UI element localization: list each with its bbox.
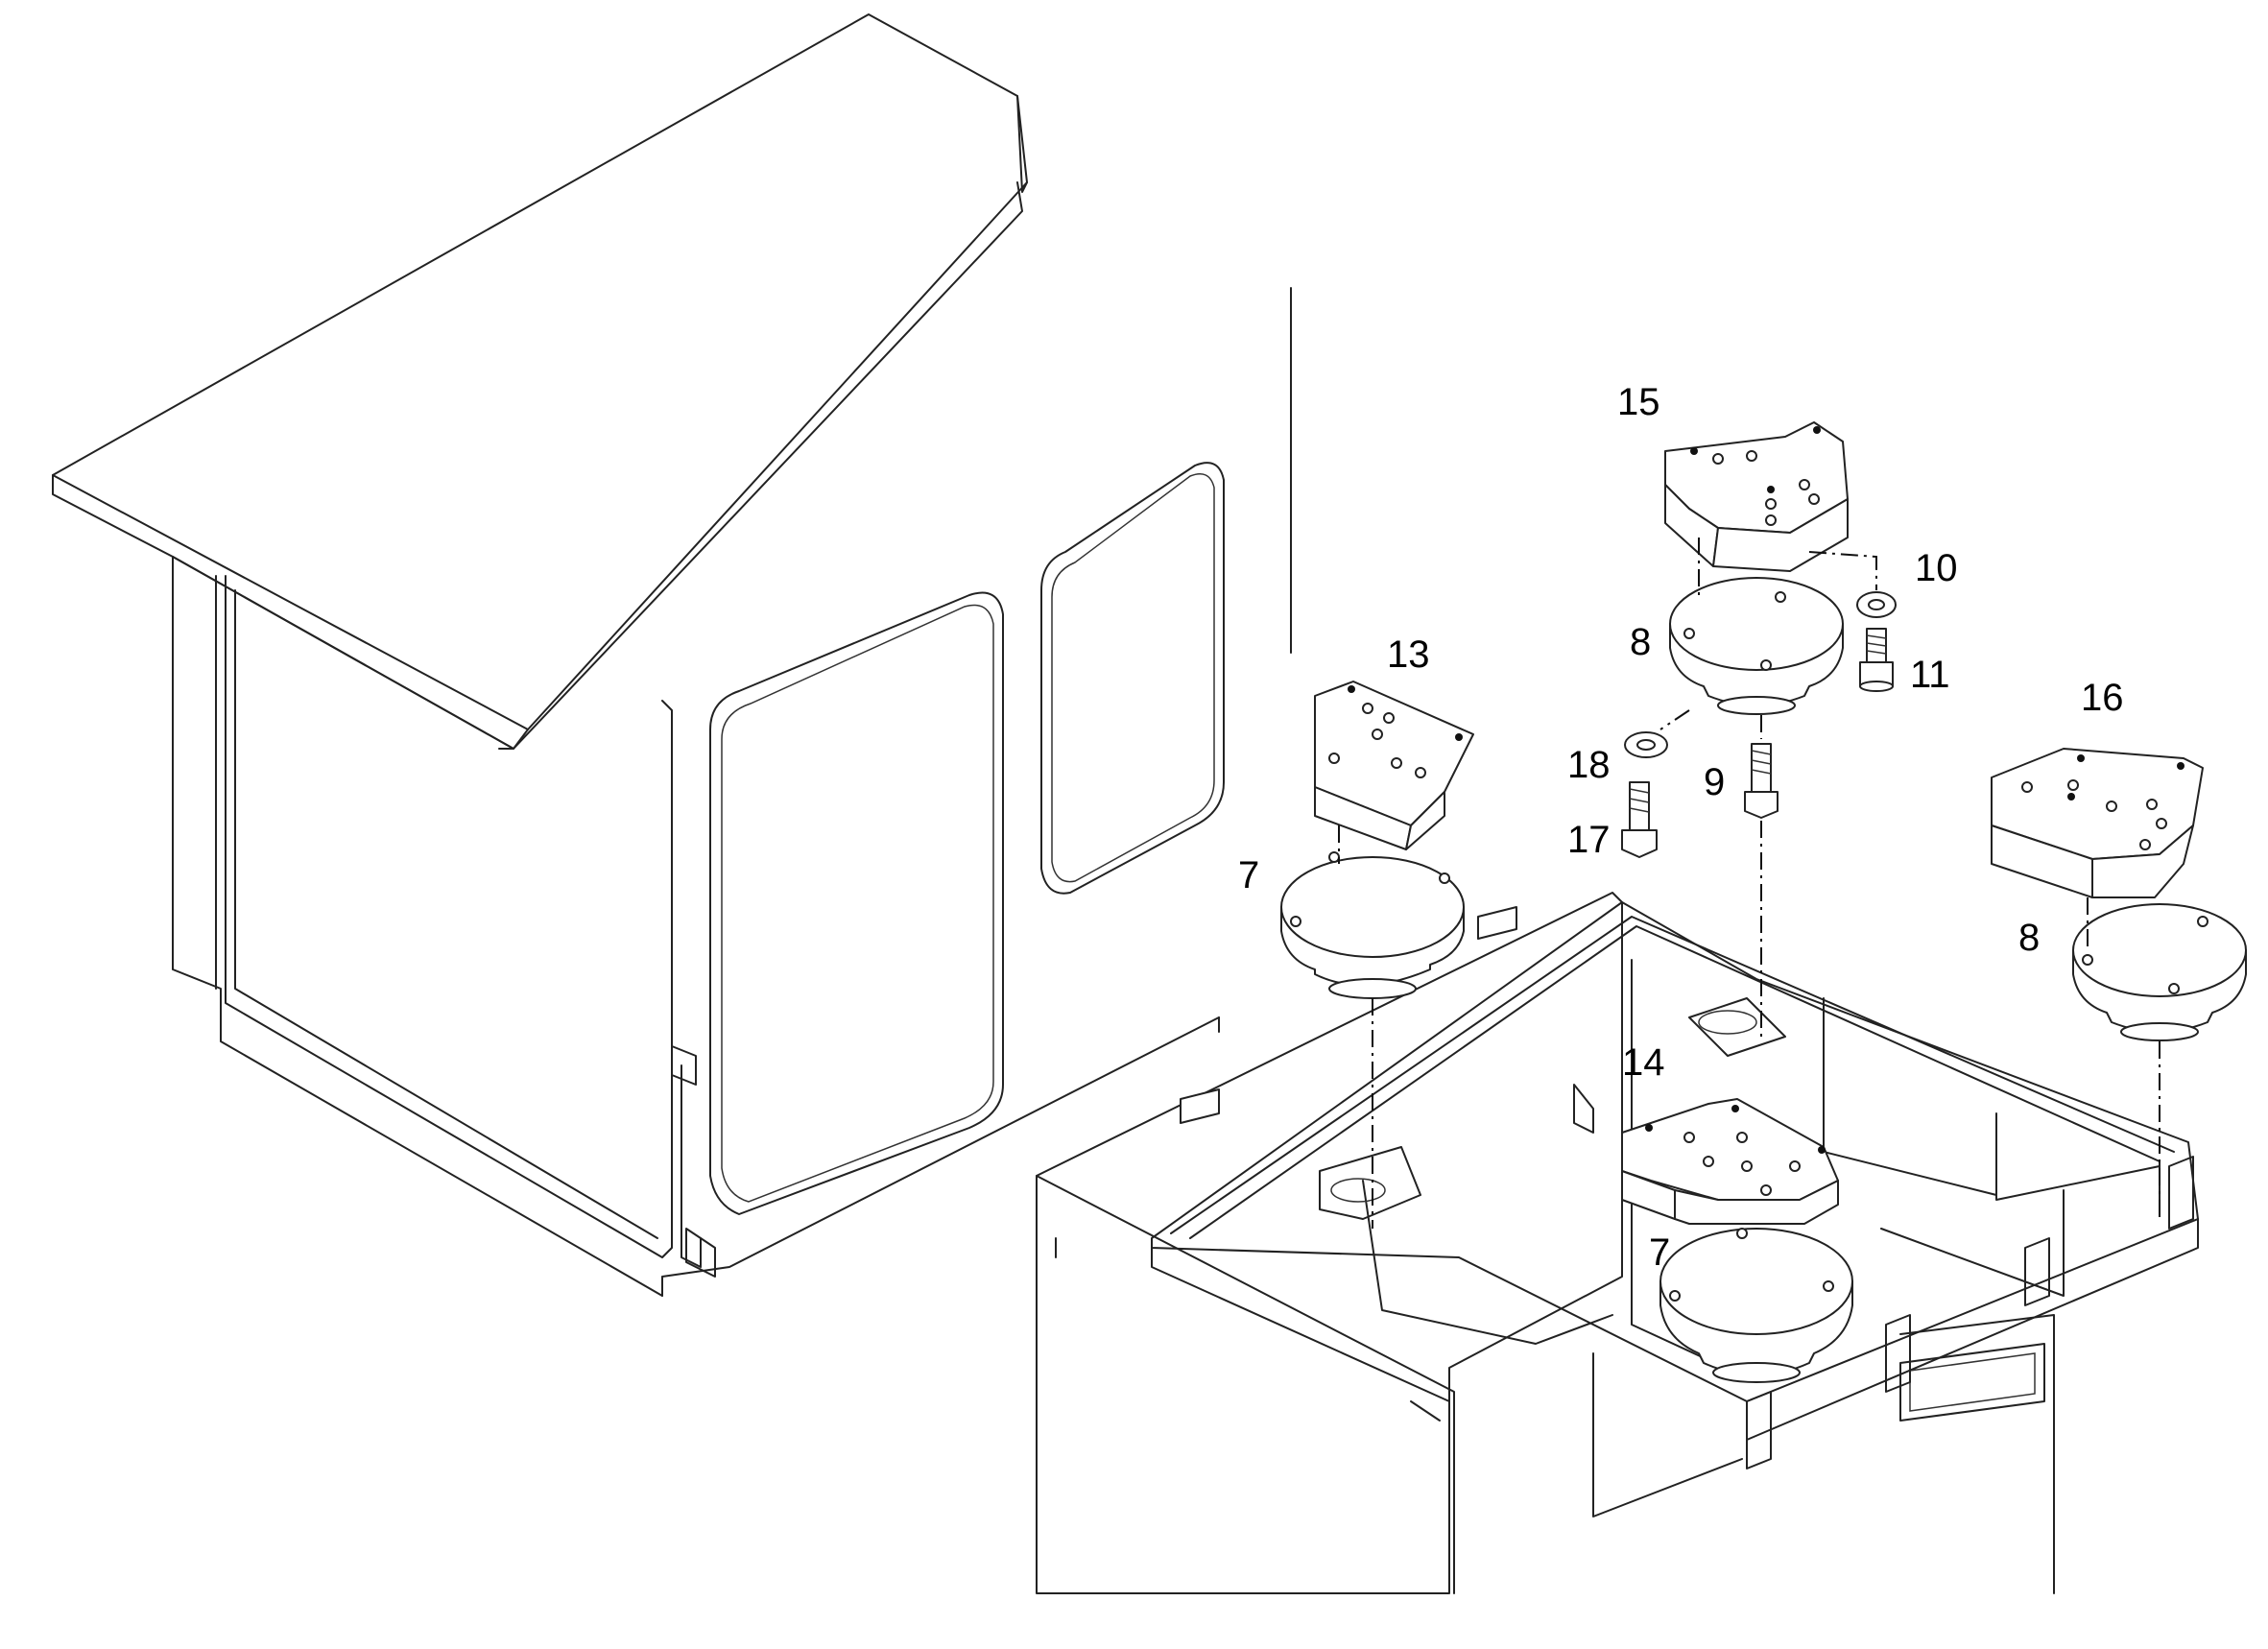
- cab-enclosure: [52, 13, 1292, 1297]
- isolator-mount-7-left: [1280, 851, 1465, 999]
- callout-11: 11: [1910, 654, 1950, 696]
- isolator-mount-7-bottom: [1659, 1228, 1853, 1383]
- callout-17: 17: [1567, 819, 1611, 861]
- isolator-mount-8-right: [2072, 903, 2247, 1041]
- mounting-plate-15: [1664, 421, 1849, 572]
- washer-18: [1624, 731, 1668, 758]
- callout-7-bottom: 7: [1649, 1231, 1670, 1274]
- callout-7-left: 7: [1238, 854, 1259, 896]
- mounting-plate-13: [1314, 681, 1474, 850]
- callout-18: 18: [1567, 744, 1611, 786]
- callout-13: 13: [1387, 633, 1430, 676]
- callout-14: 14: [1622, 1041, 1665, 1084]
- callout-15: 15: [1617, 381, 1660, 423]
- cap-screw-11: [1859, 628, 1894, 692]
- callout-9: 9: [1704, 761, 1725, 803]
- callout-10: 10: [1915, 547, 1958, 589]
- callout-8-right: 8: [2018, 917, 2040, 959]
- assembly-centerlines: [1338, 538, 2161, 1229]
- isolator-mount-8-top: [1669, 577, 1844, 715]
- mounting-plate-16: [1991, 748, 2204, 898]
- part-callouts: 7 7 8 8 9 10 11 13 14 15 16 17 18: [1238, 381, 2124, 1274]
- washer-10: [1856, 591, 1897, 618]
- base-frame: [1036, 892, 2199, 1594]
- callout-16: 16: [2081, 677, 2124, 719]
- mounting-plate-14: [1621, 1098, 1839, 1225]
- bolt-9: [1744, 743, 1779, 819]
- callout-8-top: 8: [1630, 621, 1651, 663]
- bolt-17: [1621, 781, 1658, 858]
